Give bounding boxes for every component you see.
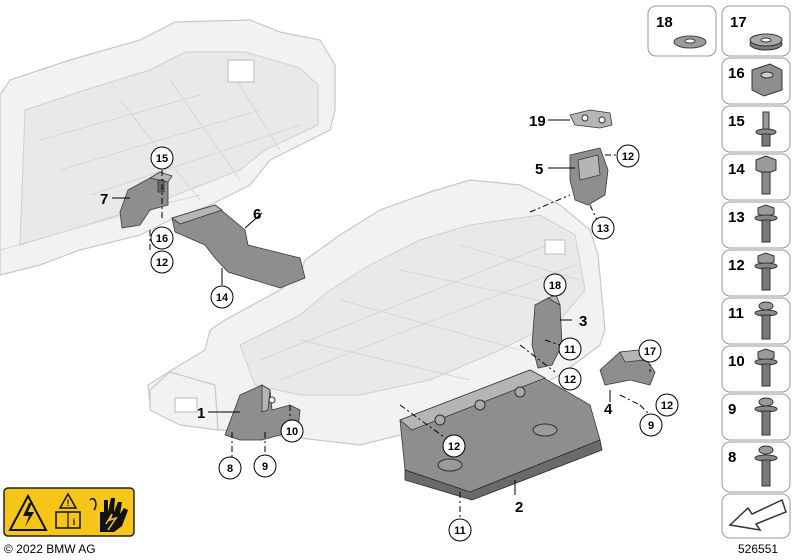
svg-text:8: 8 bbox=[728, 449, 736, 466]
copyright-text: © 2022 BMW AG bbox=[4, 542, 96, 556]
warning-label: ! i bbox=[3, 487, 135, 537]
cage-nut-icon bbox=[751, 63, 783, 97]
index-cell-15: 15 bbox=[721, 105, 791, 153]
label-part-19: 19 bbox=[529, 113, 546, 130]
part-labels: 7 6 5 3 4 1 2 19 bbox=[100, 113, 613, 516]
callout-12-left: 12 bbox=[150, 250, 174, 274]
skid-rail-part-2 bbox=[399, 369, 603, 501]
svg-text:12: 12 bbox=[448, 441, 460, 453]
torx-bolt-icon bbox=[754, 445, 778, 487]
svg-text:13: 13 bbox=[728, 209, 745, 226]
index-cell-14: 14 bbox=[721, 153, 791, 201]
label-part-5: 5 bbox=[535, 161, 543, 178]
svg-text:12: 12 bbox=[156, 257, 168, 269]
index-cell-9: 9 bbox=[721, 393, 791, 441]
label-part-3: 3 bbox=[579, 313, 587, 330]
svg-text:12: 12 bbox=[622, 151, 634, 163]
svg-text:13: 13 bbox=[597, 223, 609, 235]
label-part-1: 1 bbox=[197, 405, 205, 422]
callout-14: 14 bbox=[210, 285, 234, 309]
callout-9-right: 9 bbox=[639, 413, 663, 437]
washer-part-19 bbox=[569, 109, 613, 129]
hex-bolt-icon bbox=[755, 155, 777, 195]
svg-text:16: 16 bbox=[156, 233, 168, 245]
washer-thick-icon bbox=[749, 33, 783, 51]
callout-16-left: 16 bbox=[150, 226, 174, 250]
index-cell-16: 16 bbox=[721, 57, 791, 105]
torx-bolt-icon bbox=[754, 397, 778, 436]
svg-text:14: 14 bbox=[728, 161, 745, 178]
svg-text:9: 9 bbox=[728, 401, 736, 418]
svg-text:11: 11 bbox=[728, 305, 744, 322]
battery-tray-upper bbox=[0, 19, 336, 276]
svg-text:10: 10 bbox=[728, 353, 745, 370]
flange-bolt-icon bbox=[754, 348, 778, 387]
fastener-index-panel: 18 17 16 15 bbox=[647, 5, 791, 539]
circle-callouts: 15 16 12 14 12 13 18 11 12 17 12 9 10 8 … bbox=[150, 144, 679, 542]
callout-8: 8 bbox=[218, 456, 242, 480]
callout-13: 13 bbox=[591, 216, 615, 240]
manual-caution-icon: ! i bbox=[55, 492, 81, 529]
callout-12-bottom: 12 bbox=[442, 434, 466, 458]
high-voltage-icon bbox=[8, 493, 48, 531]
callout-17-mid: 17 bbox=[638, 339, 662, 363]
svg-text:11: 11 bbox=[454, 525, 466, 537]
callout-15-top: 15 bbox=[150, 146, 174, 170]
svg-text:11: 11 bbox=[564, 344, 576, 356]
torx-bolt-icon bbox=[754, 301, 778, 340]
bracket-part-1 bbox=[224, 384, 301, 441]
flange-bolt-icon bbox=[754, 252, 778, 291]
svg-text:10: 10 bbox=[286, 426, 298, 438]
label-part-7: 7 bbox=[100, 191, 108, 208]
flange-bolt-icon bbox=[754, 204, 778, 243]
callout-11-bottom: 11 bbox=[448, 518, 472, 542]
hand-shock-icon bbox=[89, 498, 128, 532]
svg-text:15: 15 bbox=[156, 153, 168, 165]
svg-text:18: 18 bbox=[549, 280, 561, 292]
diagram-number: 526551 bbox=[738, 542, 778, 556]
index-cell-18: 18 bbox=[647, 5, 717, 57]
index-cell-17: 17 bbox=[721, 5, 791, 57]
index-cell-8: 8 bbox=[721, 441, 791, 493]
svg-text:15: 15 bbox=[728, 113, 745, 130]
svg-text:17: 17 bbox=[730, 14, 747, 31]
index-cell-11: 11 bbox=[721, 297, 791, 345]
svg-text:14: 14 bbox=[216, 292, 229, 304]
svg-text:17: 17 bbox=[644, 346, 656, 358]
bracket-part-3 bbox=[531, 294, 563, 369]
index-cell-12: 12 bbox=[721, 249, 791, 297]
svg-text:12: 12 bbox=[661, 400, 673, 412]
svg-text:9: 9 bbox=[262, 461, 268, 473]
battery-tray-main bbox=[147, 179, 606, 446]
index-cell-arrow bbox=[721, 493, 791, 539]
stud-bolt-icon bbox=[755, 111, 777, 147]
svg-text:12: 12 bbox=[564, 374, 576, 386]
svg-text:12: 12 bbox=[728, 257, 745, 274]
label-part-4: 4 bbox=[604, 401, 613, 418]
skid-plate-part-6 bbox=[171, 204, 306, 289]
bracket-part-4 bbox=[599, 349, 656, 386]
arrow-icon bbox=[728, 498, 787, 532]
index-cell-10: 10 bbox=[721, 345, 791, 393]
svg-text:8: 8 bbox=[227, 463, 233, 475]
callout-10: 10 bbox=[280, 419, 304, 443]
index-cell-13: 13 bbox=[721, 201, 791, 249]
callout-9-low: 9 bbox=[253, 454, 277, 478]
washer-flat-icon bbox=[673, 35, 707, 49]
callout-12-right: 12 bbox=[655, 393, 679, 417]
svg-text:18: 18 bbox=[656, 14, 673, 31]
callout-11-mid: 11 bbox=[558, 337, 582, 361]
callout-12-top-right: 12 bbox=[616, 144, 640, 168]
svg-text:i: i bbox=[73, 517, 76, 527]
bracket-part-5 bbox=[569, 147, 609, 206]
svg-text:9: 9 bbox=[648, 420, 654, 432]
svg-text:!: ! bbox=[67, 498, 70, 508]
callout-18-mid: 18 bbox=[543, 273, 567, 297]
svg-text:16: 16 bbox=[728, 65, 745, 82]
label-part-2: 2 bbox=[515, 499, 523, 516]
callout-12-mid: 12 bbox=[558, 367, 582, 391]
label-part-6: 6 bbox=[253, 206, 261, 223]
